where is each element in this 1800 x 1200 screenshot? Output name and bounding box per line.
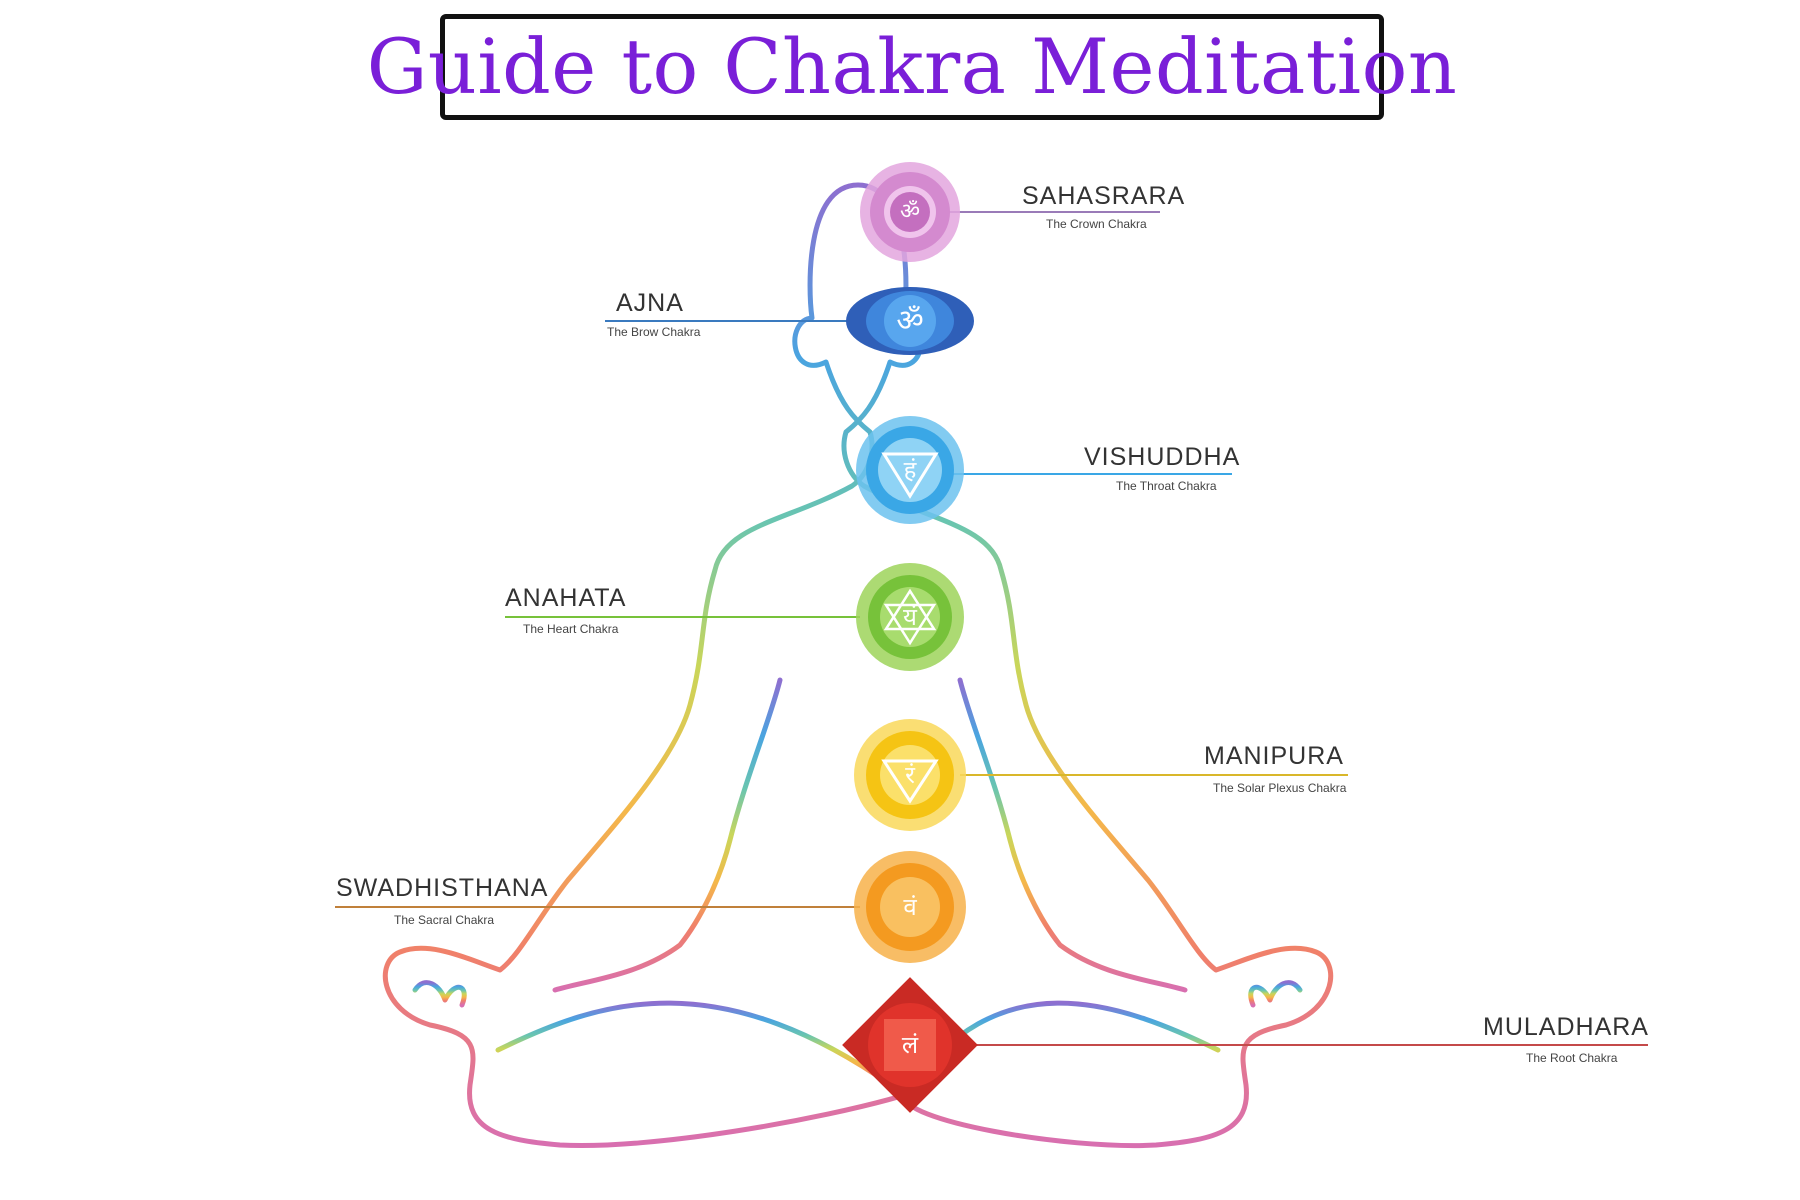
chakra-manipura: रं xyxy=(854,719,966,831)
chakra-ajna: ॐ xyxy=(846,287,974,355)
label-muladhara: MULADHARA The Root Chakra xyxy=(1483,1013,1649,1065)
chakra-anahata: यं xyxy=(856,563,964,671)
manipura-symbol: रं xyxy=(905,761,916,789)
chakra-subtitle: The Brow Chakra xyxy=(607,325,701,339)
ajna-lotus-icon xyxy=(846,287,974,355)
leader-lines xyxy=(335,211,1648,1046)
chakra-name: SAHASRARA xyxy=(1022,182,1185,210)
chakra-swadhisthana: वं xyxy=(854,851,966,963)
swadhisthana-symbol: वं xyxy=(903,893,917,921)
swadhisthana-lotus-icon xyxy=(854,851,966,963)
chakra-name: MULADHARA xyxy=(1483,1013,1649,1041)
chakra-subtitle: The Throat Chakra xyxy=(1116,479,1217,493)
chakra-name: SWADHISTHANA xyxy=(336,874,548,902)
ajna-symbol: ॐ xyxy=(896,304,923,339)
title-box: Guide to Chakra Meditation xyxy=(367,14,1457,120)
vishuddha-lotus-icon xyxy=(856,416,964,524)
anahata-symbol: यं xyxy=(903,603,918,631)
vishuddha-symbol: हं xyxy=(904,456,918,484)
chakra-subtitle: The Crown Chakra xyxy=(1046,217,1147,231)
label-swadhisthana: SWADHISTHANA The Sacral Chakra xyxy=(336,874,548,927)
chakra-subtitle: The Heart Chakra xyxy=(523,622,619,636)
chakra-name: MANIPURA xyxy=(1204,742,1344,770)
label-sahasrara: SAHASRARA The Crown Chakra xyxy=(1022,182,1185,231)
anahata-lotus-icon xyxy=(856,563,964,671)
muladhara-symbol: लं xyxy=(902,1031,919,1059)
label-anahata: ANAHATA The Heart Chakra xyxy=(505,584,626,636)
chakra-sahasrara: ॐ xyxy=(860,162,960,262)
sahasrara-symbol: ॐ xyxy=(900,200,920,225)
label-ajna: AJNA The Brow Chakra xyxy=(607,289,701,339)
manipura-lotus-icon xyxy=(854,719,966,831)
page-title: Guide to Chakra Meditation xyxy=(366,22,1458,111)
chakra-subtitle: The Solar Plexus Chakra xyxy=(1213,781,1347,795)
chakra-subtitle: The Sacral Chakra xyxy=(394,913,494,927)
chakra-name: VISHUDDHA xyxy=(1084,443,1240,471)
chakra-muladhara: लं xyxy=(842,977,978,1113)
label-manipura: MANIPURA The Solar Plexus Chakra xyxy=(1204,742,1347,795)
chakra-name: AJNA xyxy=(616,289,684,317)
body-outline xyxy=(382,182,1334,1149)
label-vishuddha: VISHUDDHA The Throat Chakra xyxy=(1084,443,1240,493)
chakra-vishuddha: हं xyxy=(856,416,964,524)
sahasrara-lotus-icon xyxy=(860,162,960,262)
chakra-subtitle: The Root Chakra xyxy=(1526,1051,1618,1065)
chakra-name: ANAHATA xyxy=(505,584,626,612)
